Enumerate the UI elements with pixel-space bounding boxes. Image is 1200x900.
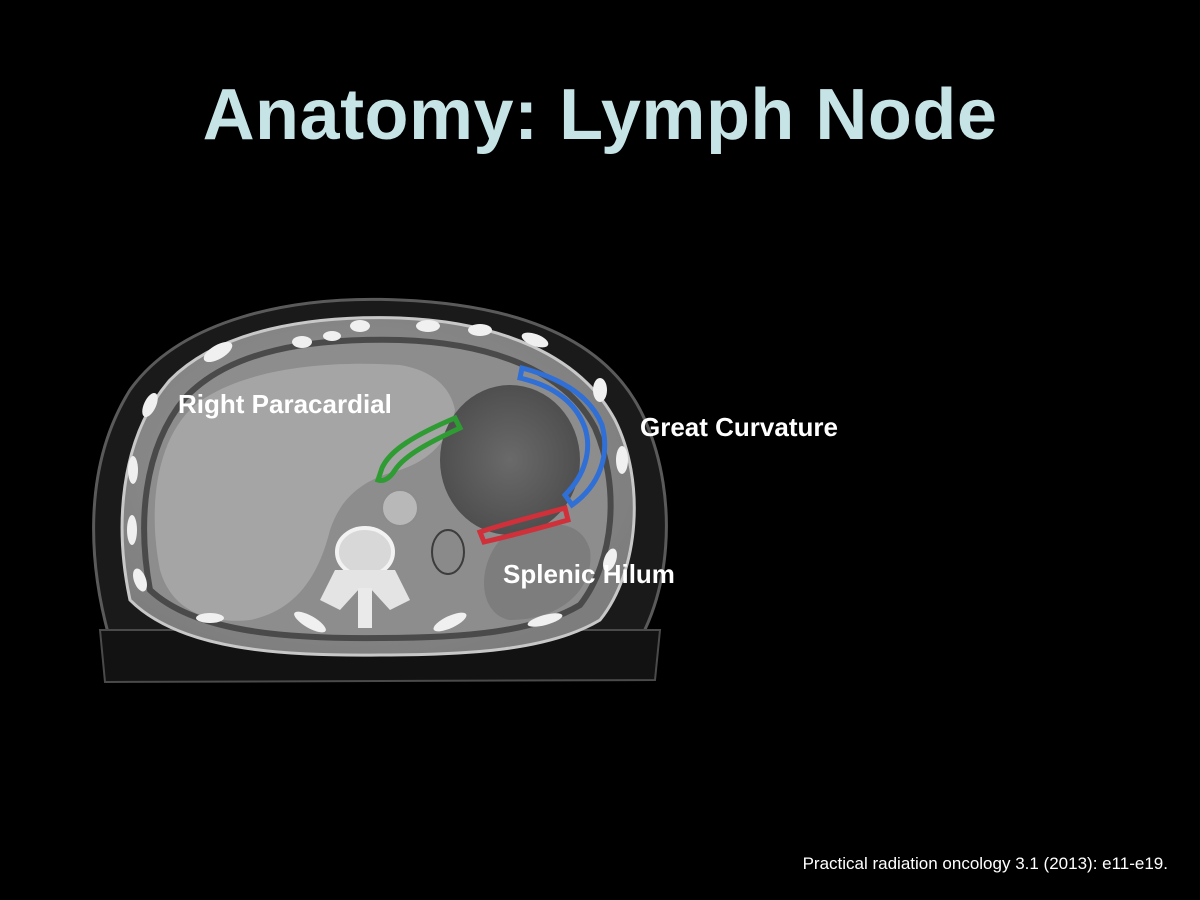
spleen	[483, 524, 591, 620]
label-splenic-hilum: Splenic Hilum	[503, 559, 675, 589]
contour-great-curvature	[517, 364, 608, 509]
liver	[154, 363, 455, 621]
slide-title: Anatomy: Lymph Node	[202, 75, 998, 155]
kidney	[431, 529, 465, 575]
citation: Practical radiation oncology 3.1 (2013):…	[802, 854, 1168, 873]
label-right-paracardial: Right Paracardial	[178, 389, 392, 419]
stomach	[440, 385, 580, 535]
contour-right-paracardial	[374, 414, 464, 483]
aorta	[381, 489, 419, 527]
contour-splenic-hilum	[476, 504, 572, 545]
ribs	[127, 320, 628, 633]
ct-scan-image	[70, 270, 690, 740]
vertebra	[320, 526, 410, 628]
label-great-curvature: Great Curvature	[640, 412, 838, 442]
